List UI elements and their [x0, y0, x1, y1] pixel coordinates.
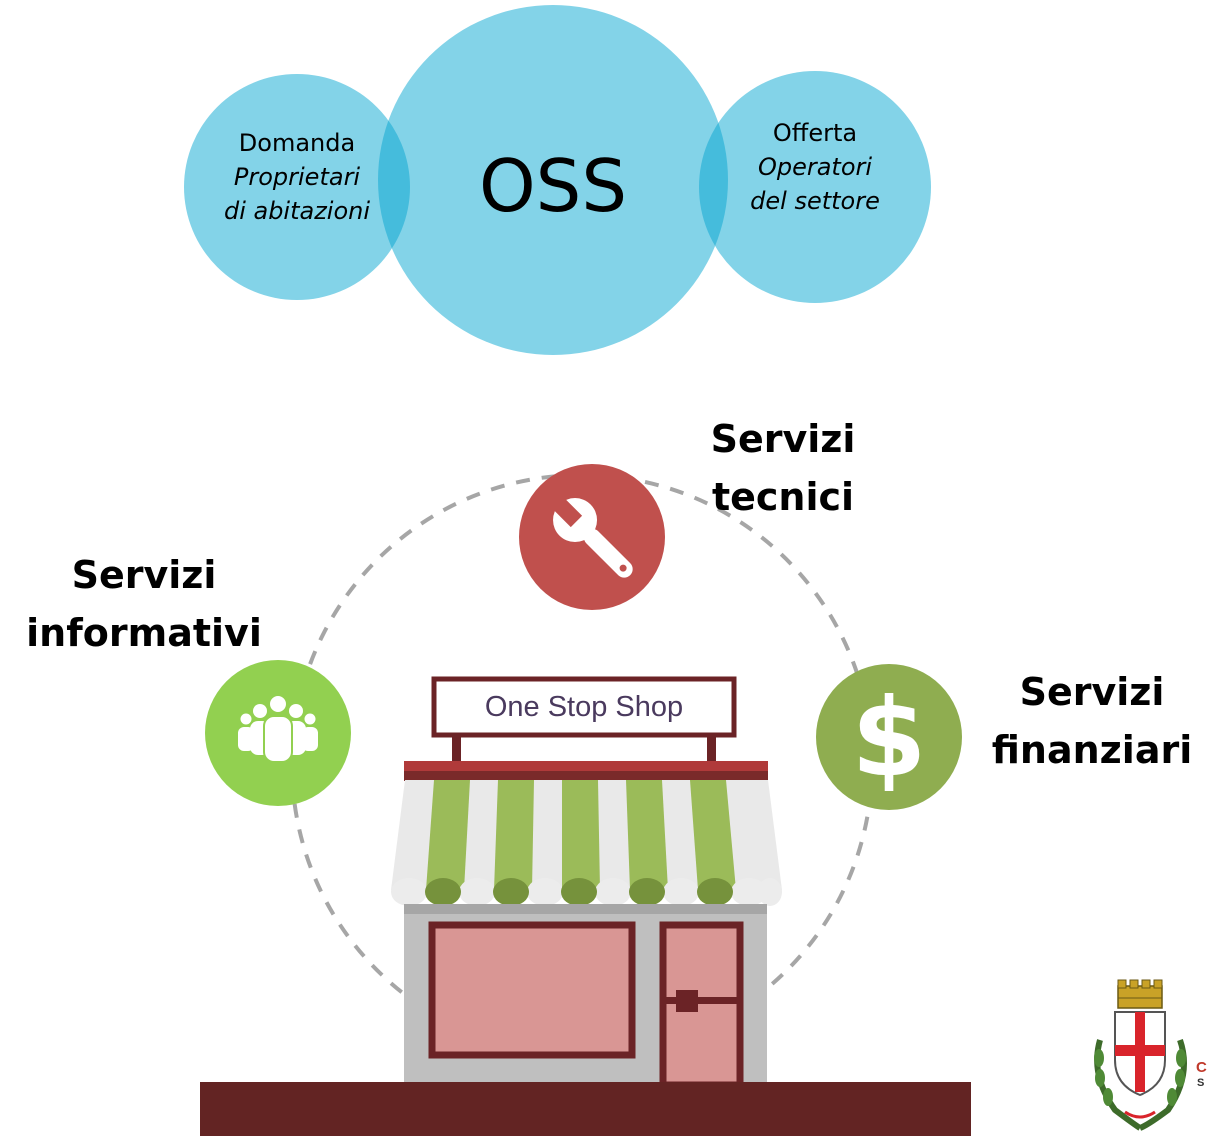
- shop-window: [428, 921, 636, 1059]
- service-icon-tecnici: [519, 464, 665, 610]
- dollar-icon: $: [851, 676, 926, 801]
- venn-left-circle: [184, 74, 410, 300]
- service-icon-informativi: [205, 660, 351, 806]
- venn-left-line2: di abitazioni: [223, 197, 371, 225]
- service-finanziari-line1: Servizi: [1019, 670, 1165, 714]
- venn-right-title: Offerta: [772, 119, 858, 147]
- venn-left-title: Domanda: [238, 129, 356, 157]
- service-label-finanziari: Servizi finanziari: [975, 663, 1209, 779]
- service-icon-finanziari: $: [816, 664, 962, 810]
- venn-center-circle: [378, 5, 728, 355]
- shop-illustration: [200, 676, 971, 1136]
- logo-text-line1: C: [1196, 1059, 1207, 1076]
- people-icon: [238, 694, 318, 763]
- venn-right-line2: del settore: [750, 187, 880, 215]
- venn-left-line1: Proprietari: [233, 163, 361, 191]
- service-label-tecnici: Servizi tecnici: [678, 410, 888, 526]
- shop-sign-board: [431, 676, 737, 738]
- logo-text-line2: S: [1197, 1077, 1205, 1089]
- venn-right-circle: [699, 71, 931, 303]
- service-tecnici-line1: Servizi: [710, 417, 856, 461]
- venn-center-label: OSS: [478, 144, 628, 228]
- venn-right-label: Offerta Operatori del settore: [722, 116, 908, 218]
- service-informativi-line2: informativi: [26, 611, 262, 655]
- venn-left-label: Domanda Proprietari di abitazioni: [204, 126, 390, 228]
- service-informativi-line1: Servizi: [71, 553, 217, 597]
- shop-sign-text: One Stop Shop: [484, 691, 684, 723]
- service-tecnici-line2: tecnici: [711, 475, 855, 519]
- wrench-icon: [550, 495, 633, 578]
- shop-ground: [200, 1082, 971, 1136]
- venn-diagram: [184, 5, 931, 355]
- service-finanziari-line2: finanziari: [991, 728, 1193, 772]
- shop-door: [659, 921, 744, 1089]
- service-label-informativi: Servizi informativi: [4, 546, 284, 662]
- shop-awning: [391, 780, 782, 906]
- city-coat-of-arms-logo: [1094, 979, 1187, 1131]
- venn-right-line1: Operatori: [757, 153, 873, 181]
